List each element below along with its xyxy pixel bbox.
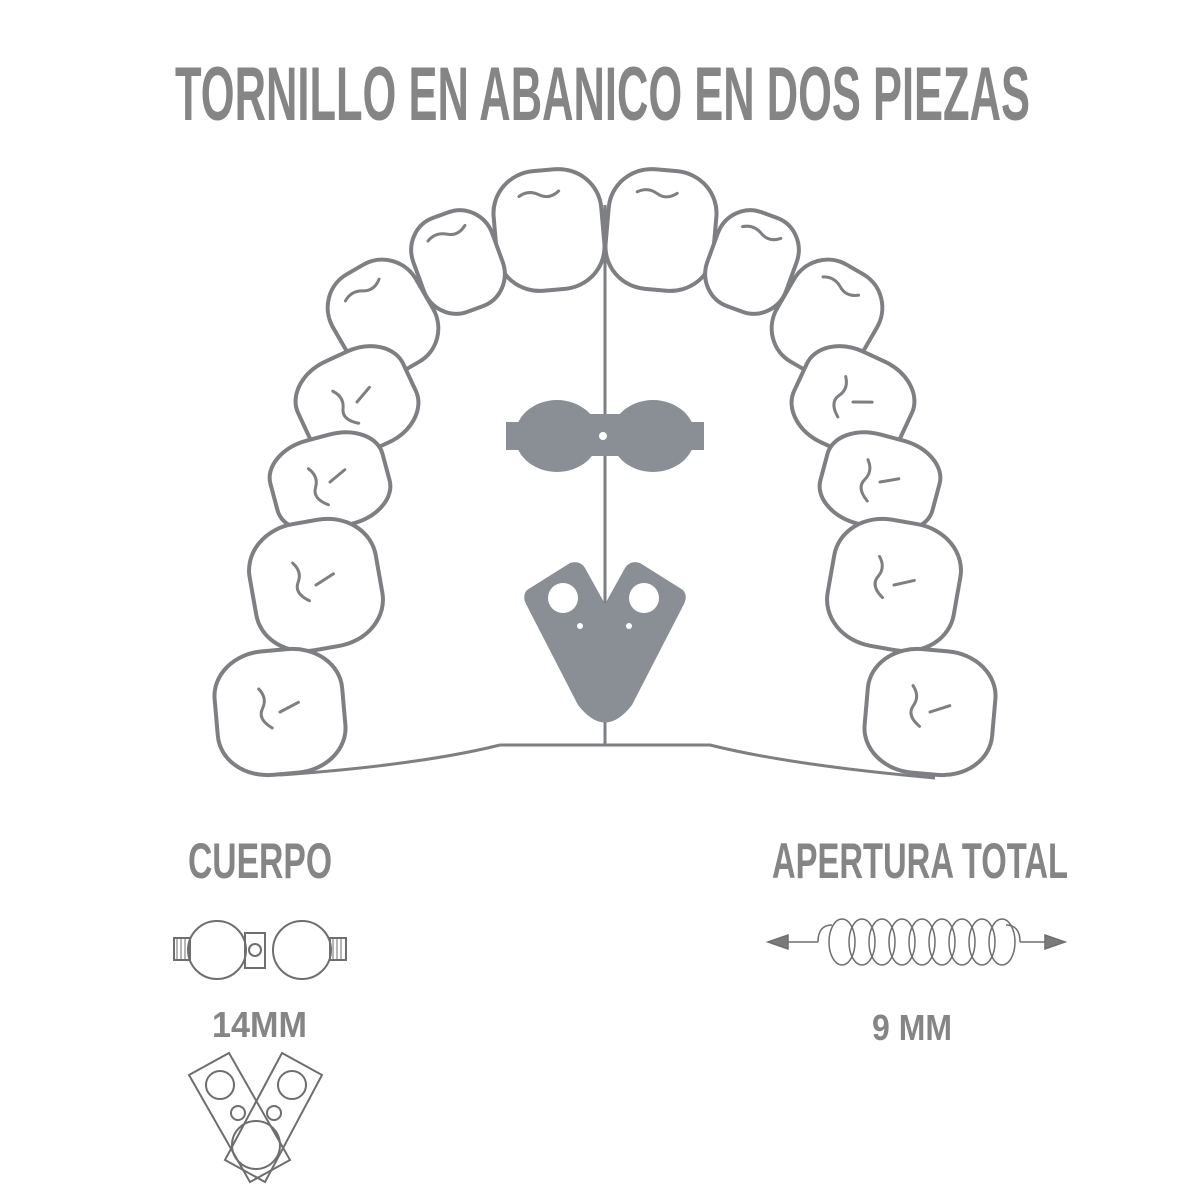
dental-arch [212,167,998,778]
screw-body-outline-icon [173,920,347,980]
tooth-right-central-incisor [603,167,719,293]
fan-plate-icon [524,562,686,723]
palate-line [279,743,936,780]
screw-body-icon [506,400,704,472]
spring-double-arrow-icon [765,918,1068,966]
body-measure: 14MM [212,1004,307,1045]
tooth-left-second-premolar [267,430,393,534]
spring-coil [968,918,996,966]
fan-plate-outline-icon [187,1051,324,1184]
tooth-left-first-molar [247,516,385,654]
spring-coil [888,918,916,966]
spring-coil [828,918,856,966]
spring-coil [868,918,896,966]
opening-heading: APERTURA TOTAL [772,833,1068,889]
title: TORNILLO EN ABANICO EN DOS PIEZAS [175,52,1030,137]
opening-measure: 9 MM [872,1007,952,1048]
tooth-left-lateral-incisor [409,208,507,316]
tooth-left-central-incisor [491,167,607,293]
spring-coil [848,918,876,966]
spring-coil [908,918,936,966]
tooth-right-first-molar [825,516,963,654]
body-heading: CUERPO [188,833,332,889]
spring-coil [948,918,976,966]
tooth-right-lateral-incisor [703,208,801,316]
tooth-right-second-molar [862,646,998,778]
spring-coil [928,918,956,966]
tooth-left-second-molar [212,646,348,778]
spring-coil [988,918,1016,966]
